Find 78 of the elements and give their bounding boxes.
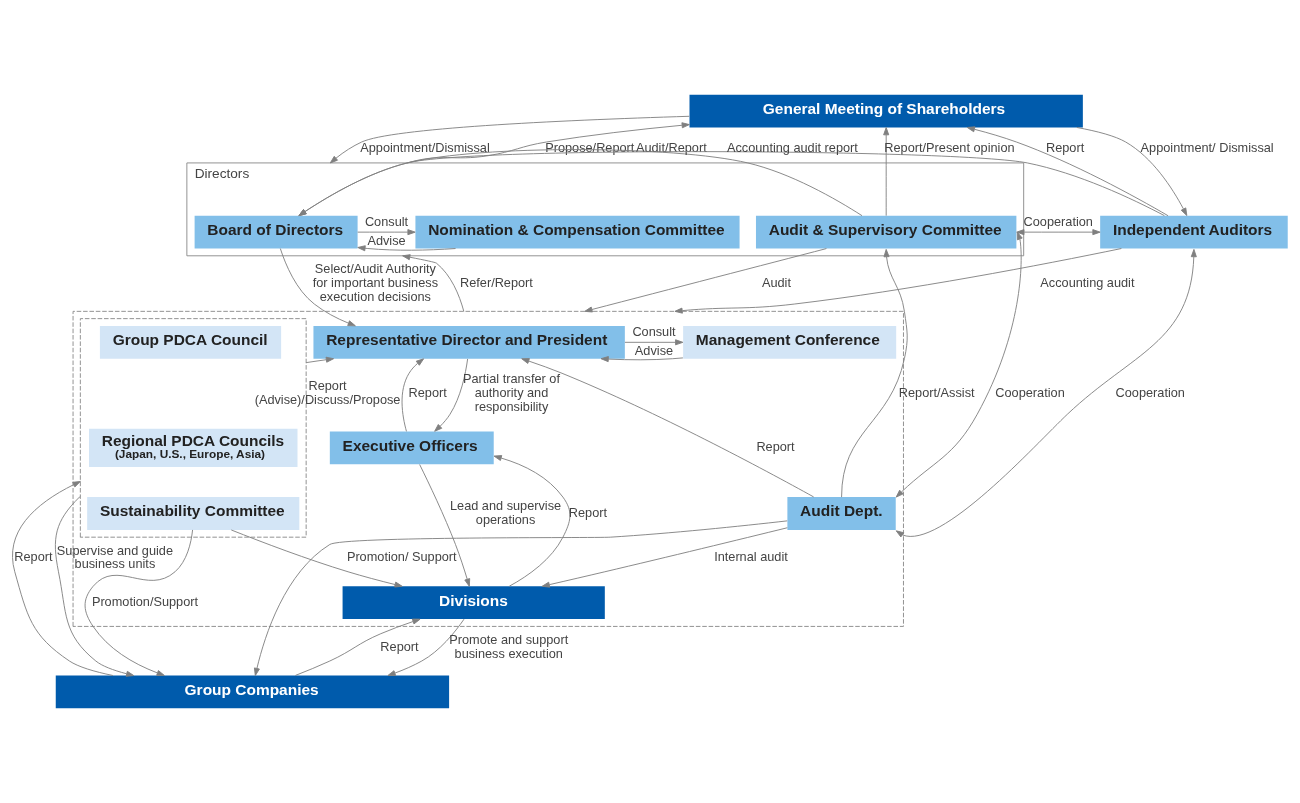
- node-box: General Meeting of Shareholders: [689, 94, 1083, 128]
- arrow: [419, 464, 471, 587]
- arrow: [357, 229, 416, 236]
- edge-label: Report/Present opinion: [884, 140, 1015, 156]
- edge-label: Appointment/ Dismissal: [1140, 140, 1274, 156]
- arrow: [253, 520, 788, 677]
- arrow: [402, 254, 465, 312]
- node-box: Management Conference: [683, 325, 897, 359]
- node-box: Audit & Supervisory Committee: [755, 215, 1017, 249]
- edge-label: Cooperation: [995, 385, 1065, 401]
- arrow: [401, 358, 425, 432]
- edge-label: Accounting audit: [1040, 274, 1135, 290]
- arrow: [895, 231, 1023, 498]
- edge-label: Report: [408, 385, 447, 401]
- arrow: [294, 618, 421, 676]
- arrow: [841, 249, 908, 498]
- edge-label: Cooperation: [1023, 213, 1093, 229]
- arrow: [584, 248, 827, 313]
- edge-label: Promotion/ Support: [346, 549, 457, 565]
- edge-label: Audit: [761, 274, 791, 290]
- node-box: Group PDCA Council: [99, 325, 282, 359]
- node-box: Sustainability Committee: [87, 497, 300, 530]
- arrow: [84, 529, 194, 676]
- edge-label: Report: [14, 549, 53, 565]
- arrow: [895, 249, 1197, 538]
- edge-label: Consult: [364, 213, 409, 229]
- arrow: [883, 127, 890, 217]
- arrow: [493, 455, 571, 587]
- arrow: [1016, 229, 1101, 236]
- node-box: Group Companies: [55, 675, 450, 709]
- arrow: [387, 618, 465, 676]
- node-box: Divisions: [342, 586, 605, 620]
- node-box: Nomination & Compensation Committee: [415, 215, 740, 249]
- arrow: [230, 529, 403, 588]
- edge-label: Partial transfer of authority and responsibility: [463, 371, 560, 414]
- edge-label: Internal audit: [714, 549, 788, 565]
- arrow: [12, 481, 114, 676]
- edge-label: Audit/Report: [635, 140, 707, 156]
- edge-label: Promotion/Support: [91, 594, 199, 610]
- node-box: Representative Director and President: [313, 325, 625, 359]
- edge-label: Advise: [367, 233, 406, 249]
- edge-label: Accounting audit report: [726, 140, 858, 156]
- edge-label: Report: [380, 638, 419, 654]
- arrow: [434, 358, 469, 432]
- edge-label: Lead and supervise operations: [449, 498, 562, 527]
- arrow: [305, 356, 335, 364]
- edge-label: Promote and support business execution: [449, 631, 569, 661]
- node-box: Regional PDCA Councils (Japan, U.S., Europe, Asia): [89, 428, 298, 468]
- edge-label: Refer/Report: [460, 274, 533, 290]
- edge-label: Report: [756, 439, 795, 455]
- edge-label: Advise: [634, 343, 674, 359]
- edge-label: Report: [1045, 140, 1085, 156]
- edge-label: Select/Audit Authority for important business execution decisions: [312, 261, 438, 304]
- edge-label: Cooperation: [1115, 385, 1185, 401]
- arrow: [55, 495, 135, 677]
- edge-label: Supervise and guide business units: [56, 542, 173, 572]
- node-box: Executive Officers: [329, 431, 494, 465]
- arrow: [357, 245, 456, 252]
- arrow: [624, 339, 684, 346]
- node-box: Board of Directors: [194, 215, 358, 249]
- edge-label: Report: [568, 504, 608, 520]
- arrow: [298, 151, 1165, 217]
- node-box: Audit Dept.: [787, 497, 896, 530]
- edge-label: Report (Advise)/Discuss/Propose: [254, 378, 401, 407]
- arrow: [966, 126, 1169, 217]
- arrow: [1076, 127, 1188, 216]
- arrow: [674, 248, 1122, 314]
- node-box: Independent Auditors: [1100, 215, 1288, 249]
- arrow: [298, 149, 863, 217]
- arrow: [541, 527, 788, 588]
- arrow: [279, 248, 356, 327]
- edge-label: Consult: [632, 324, 676, 340]
- arrow: [600, 356, 684, 363]
- edge-label: Propose/Report: [545, 140, 635, 156]
- arrow: [329, 115, 690, 164]
- arrow: [521, 358, 815, 498]
- edge-label: Report/Assist: [898, 385, 975, 401]
- edge-label: Appointment/Dismissal: [360, 140, 490, 156]
